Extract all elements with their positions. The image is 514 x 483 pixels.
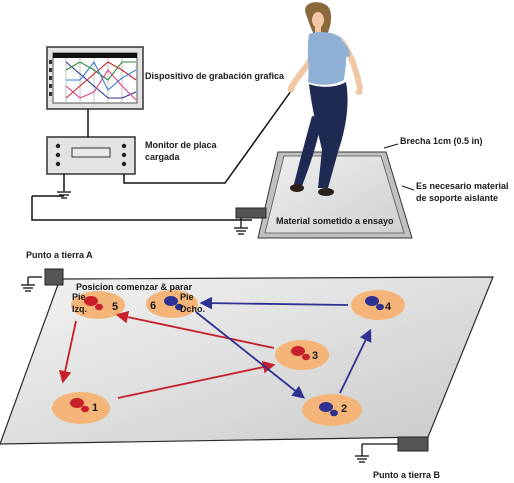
arrow-3-to-5 <box>115 310 275 349</box>
step-number-5: 5 <box>112 301 118 313</box>
recorder-trace <box>65 69 137 101</box>
recorder-trace <box>65 61 137 99</box>
walking-path-arrows <box>58 296 372 399</box>
step-number-3: 3 <box>312 350 318 362</box>
arrow-4-to-6 <box>199 296 349 310</box>
start-stop-label: Posicion comenzar & parar <box>76 282 193 292</box>
step-number-1: 1 <box>92 402 98 414</box>
recorder-buttons <box>49 60 52 96</box>
walking-person <box>287 2 363 196</box>
recorder-label: Dispositivo de grabación grafica <box>145 71 285 81</box>
right-foot-label-line1: Pie <box>180 292 194 302</box>
left-foot-label-line1: Pie <box>72 292 86 302</box>
ground-b-label: Punto a tierra B <box>373 470 441 480</box>
support-label-line1: Es necesario material <box>416 181 509 191</box>
ground-a-label: Punto a tierra A <box>26 250 93 260</box>
monitor-label-line2: cargada <box>145 152 181 162</box>
left-foot-label-line2: Izq. <box>72 304 87 314</box>
support-label-line2: de soporte aislante <box>416 193 498 203</box>
charged-plate-monitor <box>46 136 136 175</box>
recorder-trace <box>65 61 137 99</box>
step-number-4: 4 <box>385 301 392 313</box>
labels: Dispositivo de grabación grafica Monitor… <box>26 71 509 480</box>
arrow-5-to-1 <box>58 320 77 384</box>
right-foot-label-line2: Dcho. <box>180 304 205 314</box>
instrument-cables <box>31 90 292 221</box>
recorder-trace <box>66 60 137 91</box>
step-pad-1 <box>52 392 110 424</box>
recorder-traces <box>65 60 137 101</box>
plate-ground-icon <box>234 227 248 235</box>
thickness-label: Brecha 1cm (0.5 in) <box>400 136 483 146</box>
test-material-label: Material sometido a ensayo <box>276 216 394 226</box>
arrow-6-to-2 <box>195 311 305 399</box>
arrow-1-to-3 <box>117 360 276 399</box>
monitor-label-line1: Monitor de placa <box>145 140 218 150</box>
arrow-2-to-4 <box>339 328 372 394</box>
ground-b-icon <box>355 455 369 463</box>
step-number-2: 2 <box>341 403 347 415</box>
step-number-6: 6 <box>150 300 156 312</box>
ground-a-icon <box>21 284 35 292</box>
step-pad-2 <box>302 394 362 426</box>
monitor-ground-icon <box>57 191 71 199</box>
chart-recorder <box>46 46 144 110</box>
step-numbers: 5 6 4 3 1 2 <box>92 300 392 415</box>
